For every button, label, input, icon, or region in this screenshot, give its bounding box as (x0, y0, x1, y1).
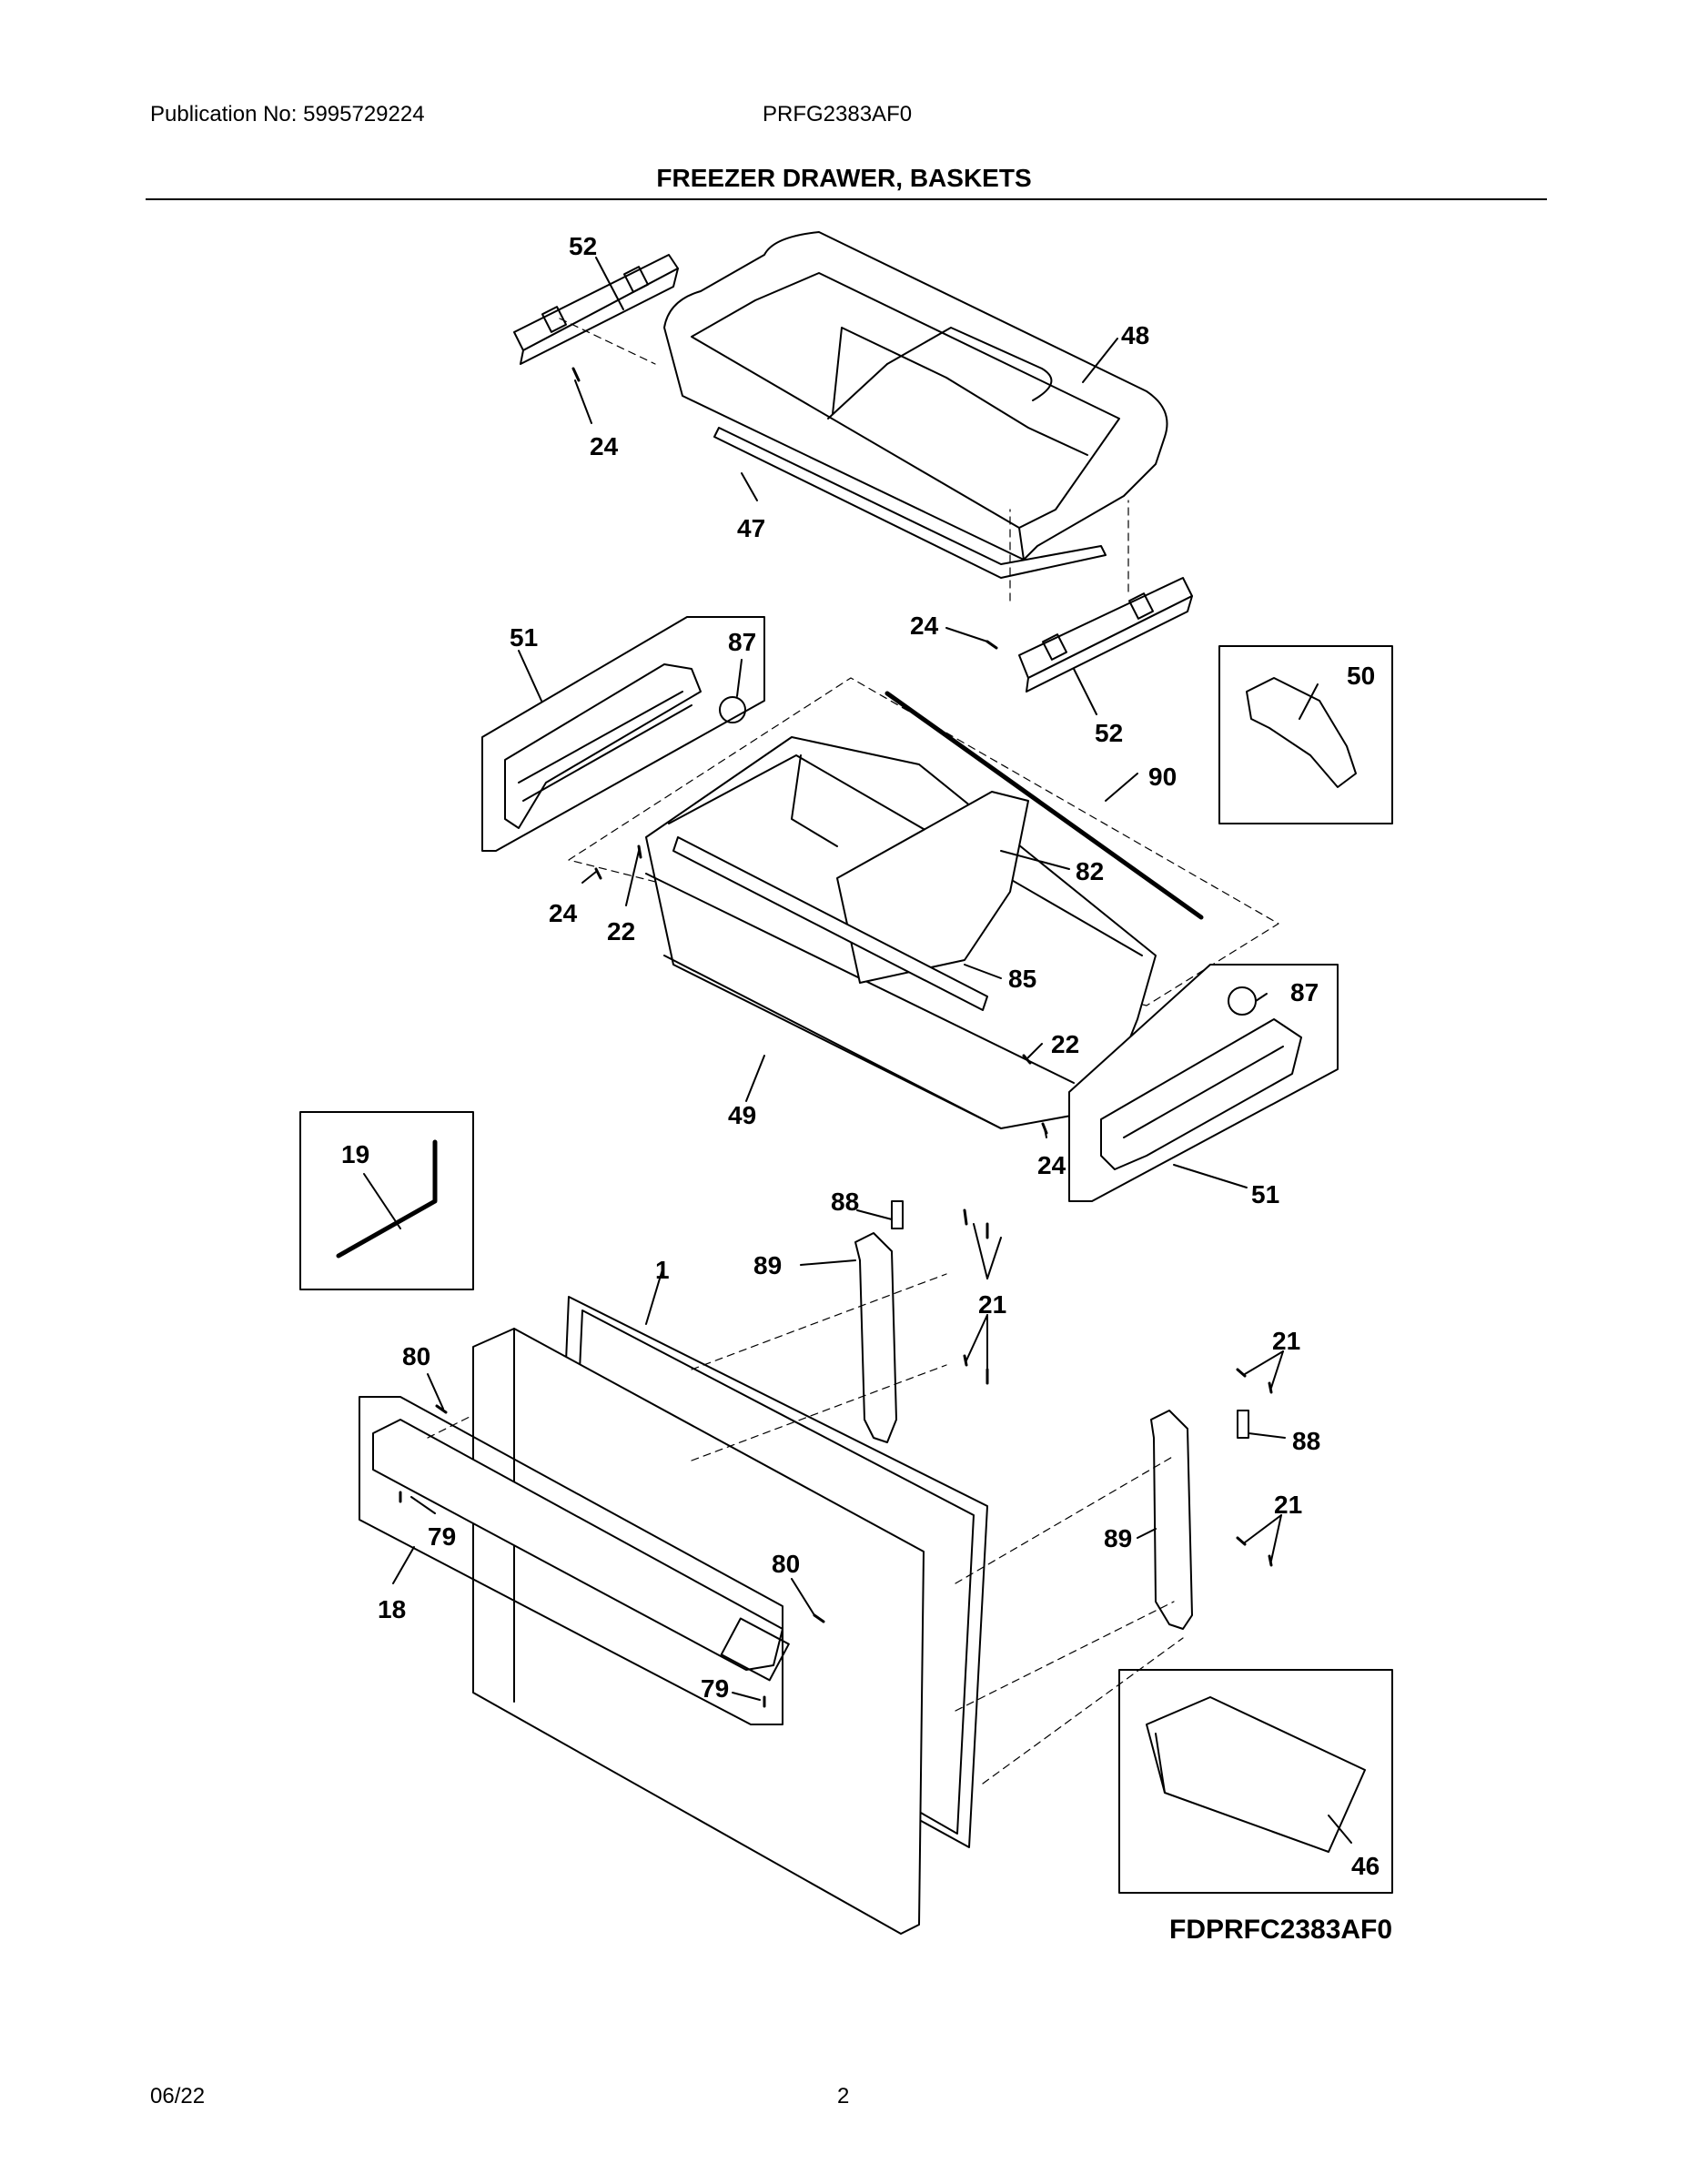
callout-47: 47 (737, 514, 765, 542)
header-rule (146, 198, 1547, 200)
callout-88: 88 (1292, 1427, 1320, 1455)
part-50-box (1218, 645, 1393, 824)
part-52-rail-lower (1018, 577, 1193, 693)
callout-82: 82 (1076, 857, 1104, 885)
part-18-handle-box (359, 1396, 790, 1725)
part-82-divider (836, 791, 1029, 984)
part-89-bracket-left (854, 1200, 904, 1443)
part-51-slide-left-box (481, 616, 765, 852)
part-46-box (1118, 1669, 1393, 1894)
callout-24: 24 (910, 612, 939, 640)
part-85-bar (672, 836, 988, 1011)
callout-48: 48 (1121, 321, 1149, 349)
callout-19: 19 (341, 1140, 369, 1168)
callout-79: 79 (701, 1674, 729, 1703)
callout-52: 52 (569, 232, 597, 260)
footer-date: 06/22 (150, 2084, 206, 2108)
callout-49: 49 (728, 1101, 756, 1129)
part-47-tray (713, 427, 1107, 579)
callout-89: 89 (1104, 1524, 1132, 1552)
part-51-slide-right-box (1068, 964, 1339, 1202)
callout-52: 52 (1095, 719, 1123, 747)
callout-21: 21 (1272, 1327, 1300, 1355)
part-89-bracket-right (1150, 1410, 1249, 1630)
publication-number: Publication No: 5995729224 (150, 102, 425, 126)
part-48-upper-basket (663, 231, 1168, 561)
callout-22: 22 (607, 917, 635, 945)
callout-90: 90 (1148, 763, 1177, 791)
alignment-lines (427, 1273, 1184, 1785)
part-52-rail-top (513, 254, 679, 365)
callout-80: 80 (402, 1342, 430, 1370)
model-number: PRFG2383AF0 (763, 102, 913, 126)
callout-51: 51 (1251, 1180, 1279, 1208)
callout-80: 80 (772, 1550, 800, 1578)
callout-87: 87 (728, 628, 756, 656)
part-19-box (299, 1111, 474, 1290)
callout-46: 46 (1351, 1852, 1380, 1880)
callout-18: 18 (378, 1595, 406, 1623)
callout-50: 50 (1347, 662, 1375, 690)
callout-87: 87 (1290, 978, 1319, 1006)
callout-88: 88 (831, 1188, 859, 1216)
callout-21: 21 (1274, 1491, 1302, 1519)
callout-24: 24 (590, 432, 619, 460)
page-title: FREEZER DRAWER, BASKETS (656, 164, 1032, 192)
page-number: 2 (837, 2084, 850, 2108)
diagram-code: FDPRFC2383AF0 (1169, 1915, 1392, 1945)
callout-21: 21 (978, 1290, 1006, 1319)
part-90-rod (884, 691, 1204, 920)
callout-24: 24 (549, 899, 578, 927)
callout-85: 85 (1008, 965, 1036, 993)
callout-24: 24 (1037, 1151, 1066, 1179)
callout-51: 51 (510, 623, 538, 652)
leader-lines (363, 257, 1352, 1844)
callout-1: 1 (655, 1256, 670, 1284)
callout-89: 89 (753, 1251, 782, 1279)
callout-22: 22 (1051, 1030, 1079, 1058)
callout-79: 79 (428, 1522, 456, 1551)
callout-labels: 52 24 48 47 24 52 50 90 51 87 24 22 82 8… (341, 232, 1380, 1880)
